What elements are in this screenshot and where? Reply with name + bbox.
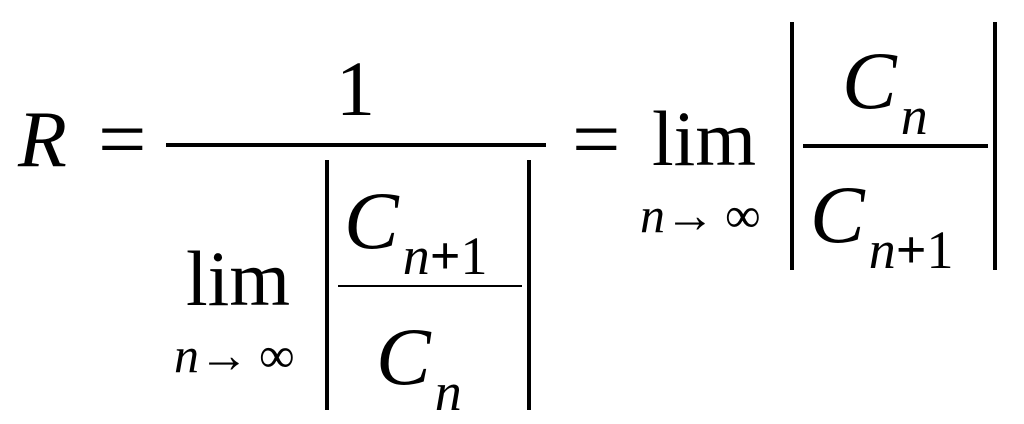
right-den-sub-num: 1 <box>926 220 954 280</box>
abs-bar-left-1 <box>325 160 329 410</box>
limit-target-1: ∞ <box>259 327 295 383</box>
inner-num-sub-num: 1 <box>460 226 488 286</box>
right-den-subscript: n+1 <box>865 220 954 280</box>
main-fraction-bar <box>166 143 546 147</box>
right-fraction-bar <box>803 144 988 148</box>
right-numerator-C-n: Cn <box>842 40 928 144</box>
right-den-base: C <box>810 169 865 260</box>
limit-variable-2: n <box>640 187 665 243</box>
inner-den-subscript: n <box>434 362 462 422</box>
right-den-sub-var: n <box>868 220 896 280</box>
equals-sign-1: = <box>98 91 147 187</box>
inner-denominator-C-n: Cn <box>376 316 462 420</box>
right-num-base: C <box>842 35 897 126</box>
abs-bar-right-1 <box>527 160 531 410</box>
inner-num-sub-var: n <box>402 226 430 286</box>
inner-den-base: C <box>376 311 431 402</box>
limit-subscript-1: n→∞ <box>174 330 295 380</box>
abs-bar-left-2 <box>790 22 794 270</box>
limit-arrow-1: → <box>199 327 249 383</box>
limit-operator-1: lim <box>186 235 291 322</box>
main-numerator-one: 1 <box>336 45 375 132</box>
inner-numerator-C-n-plus-1: Cn+1 <box>344 180 487 284</box>
right-num-subscript: n <box>900 86 928 146</box>
limit-arrow-2: → <box>665 187 715 243</box>
limit-variable-1: n <box>174 327 199 383</box>
right-denominator-C-n-plus-1: Cn+1 <box>810 174 953 278</box>
inner-num-subscript: n+1 <box>399 226 488 286</box>
inner-num-base: C <box>344 175 399 266</box>
limit-operator-2: lim <box>652 95 757 182</box>
lhs-R: R <box>18 96 67 184</box>
equals-sign-2: = <box>572 91 621 187</box>
right-den-sub-op: + <box>895 220 927 280</box>
inner-num-sub-op: + <box>429 226 461 286</box>
inner-fraction-bar <box>338 285 522 287</box>
limit-target-2: ∞ <box>725 187 761 243</box>
limit-subscript-2: n→∞ <box>640 190 761 240</box>
abs-bar-right-2 <box>993 22 997 270</box>
